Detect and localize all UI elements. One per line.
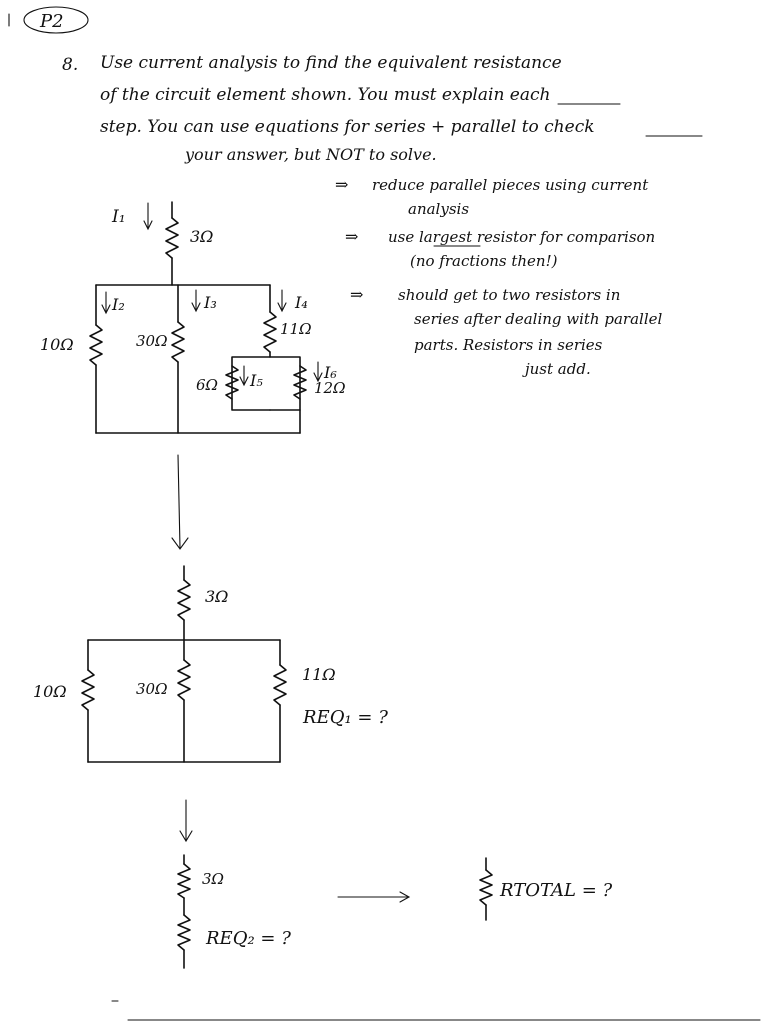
resistor-6ohm [225,365,239,400]
resistor-3ohm-c-label: 3Ω [202,870,224,888]
resistor-10ohm-label: 10Ω [40,335,74,354]
resistor-30ohm-label: 30Ω [136,332,168,350]
circuit-2: 3Ω 10Ω 30Ω 11Ω REQ₁ = ? [33,565,388,763]
instruction-line-2: of the circuit element shown. You must e… [100,85,550,105]
current-i4-arrow [277,289,287,313]
resistor-30ohm-b [177,659,191,701]
req1-label: REQ₁ = ? [302,707,388,728]
down-arrow-2 [179,799,193,843]
resistor-10ohm-b-label: 10Ω [33,682,67,701]
current-i1-arrow [143,202,153,231]
resistor-30ohm-b-label: 30Ω [136,680,168,698]
note-3-line-2: series after dealing with parallel [414,310,662,328]
circuit-3: 3Ω REQ₂ = ? RTOTAL = ? [177,854,612,969]
note-3-line-4: just add. [522,360,591,378]
note-2-line-1: use largest resistor for comparison [388,228,655,246]
resistor-30ohm [171,321,185,363]
resistor-10ohm-b [81,669,95,711]
current-i5-label: I₅ [249,371,263,390]
resistor-3ohm-b [177,579,191,621]
resistor-11ohm-b-label: 11Ω [302,665,336,684]
inner-parallel-box [231,356,301,411]
note-2-line-2: (no fractions then!) [410,252,558,270]
current-i3-label: I₃ [203,293,217,312]
note-3-line-3: parts. Resistors in series [414,336,603,354]
resistor-3ohm-c [177,863,191,899]
current-i6-label: I₆ [323,363,337,382]
page-label: P2 [39,11,64,32]
current-i5-arrow [239,365,249,387]
note-1-line-2: analysis [408,200,469,218]
current-i1-label: I₁ [111,207,126,227]
current-i6-arrow [313,361,323,383]
resistor-3ohm-b-label: 3Ω [205,587,228,606]
resistor-11ohm [263,311,277,353]
circuit-1: I₁ 3Ω 10Ω I₂ 30Ω I₃ [40,201,346,434]
rtotal-label: RTOTAL = ? [499,880,612,901]
resistor-req2 [177,914,191,951]
resistor-6ohm-label: 6Ω [196,376,218,394]
note-2-arrow: ⇒ [345,227,358,246]
instruction-line-3: step. You can use equations for series +… [100,117,595,137]
note-1-line-1: reduce parallel pieces using current [372,176,649,194]
problem-number: 8. [62,55,78,75]
resistor-12ohm-label: 12Ω [314,379,346,397]
resistor-12ohm [293,365,307,400]
note-1-arrow: ⇒ [335,175,348,194]
resistor-11ohm-label: 11Ω [280,320,312,338]
current-i3-arrow [191,289,201,313]
note-3-arrow: ⇒ [350,285,363,304]
resistor-11ohm-b [273,664,287,706]
note-3-line-1: should get to two resistors in [398,286,620,304]
resistor-3ohm [165,217,179,259]
right-arrow [337,891,411,903]
current-i4-label: I₄ [294,293,308,312]
page-label-circle [23,6,89,34]
down-arrow-1 [171,454,189,550]
current-i2-arrow [101,291,111,315]
current-i2-label: I₂ [111,295,125,314]
instruction-line-1: Use current analysis to find the equival… [100,53,562,73]
req2-label: REQ₂ = ? [205,928,291,949]
resistor-10ohm [89,324,103,366]
resistor-rtotal [479,869,493,906]
resistor-3ohm-label: 3Ω [190,227,213,246]
instruction-line-4: your answer, but NOT to solve. [184,145,437,164]
